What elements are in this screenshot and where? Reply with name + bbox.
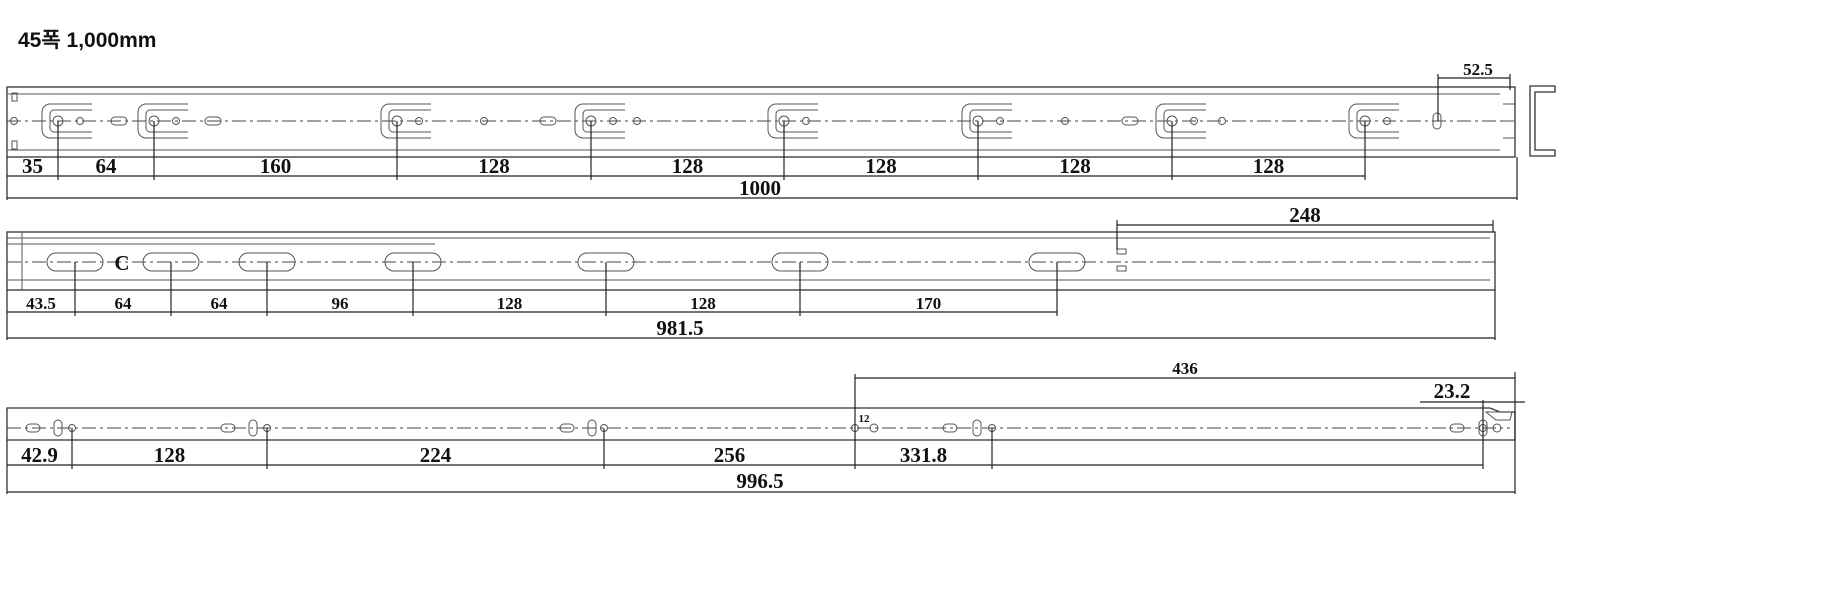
dim-label: 170: [916, 294, 942, 313]
mark-c: C: [114, 251, 129, 275]
dim-total: 1000: [739, 176, 781, 200]
dim-label: 128: [690, 294, 716, 313]
dim-label: 256: [714, 443, 746, 467]
bracket-slot: [961, 103, 1012, 139]
end-profile: [1529, 85, 1556, 157]
dim-label: 128: [672, 154, 704, 178]
dim-label: 52.5: [1463, 60, 1493, 79]
dim-label: 128: [1059, 154, 1091, 178]
bracket-slot: [1348, 103, 1399, 139]
dim-label: 43.5: [26, 294, 56, 313]
dim-label: 64: [115, 294, 133, 313]
bracket-slot: [1155, 103, 1206, 139]
dim-label: 128: [154, 443, 186, 467]
dim-total: 996.5: [736, 469, 783, 493]
dim-label: 248: [1289, 203, 1321, 227]
dim-label: 96: [332, 294, 349, 313]
dim-label: 331.8: [900, 443, 947, 467]
dim-label: 64: [96, 154, 118, 178]
dim-label: 23.2: [1434, 379, 1471, 403]
bracket-slot: [137, 103, 188, 139]
middle-rail-dimensions: 248 981.5 43.5 64 64 96 128 128 170: [6, 203, 1496, 340]
outer-rail-dimensions: 52.5 1000 35 64 160 128 128 128 128 128: [6, 60, 1518, 200]
outer-rail: [6, 85, 1556, 158]
dim-label: 64: [211, 294, 229, 313]
bracket-slot: [574, 103, 625, 139]
dim-label: 128: [478, 154, 510, 178]
dim-label: 12: [859, 413, 871, 425]
bracket-slot: [380, 103, 431, 139]
bracket-slot: [767, 103, 818, 139]
bracket-slot: [41, 103, 92, 139]
dim-total: 981.5: [656, 316, 703, 340]
middle-rail: C: [6, 231, 1496, 291]
dim-label: 128: [865, 154, 897, 178]
dim-label: 224: [420, 443, 452, 467]
dim-label: 128: [497, 294, 523, 313]
dim-label: 436: [1172, 359, 1198, 378]
dim-label: 35: [22, 154, 43, 178]
dim-label: 128: [1253, 154, 1285, 178]
inner-rail-dimensions: 436 23.2 12 996.5 42.9 128 224 256 331.8: [6, 359, 1525, 494]
drawing-title: 45폭 1,000mm: [18, 29, 157, 52]
dim-label: 42.9: [21, 443, 58, 467]
inner-rail: [6, 407, 1516, 441]
dim-label: 160: [260, 154, 292, 178]
